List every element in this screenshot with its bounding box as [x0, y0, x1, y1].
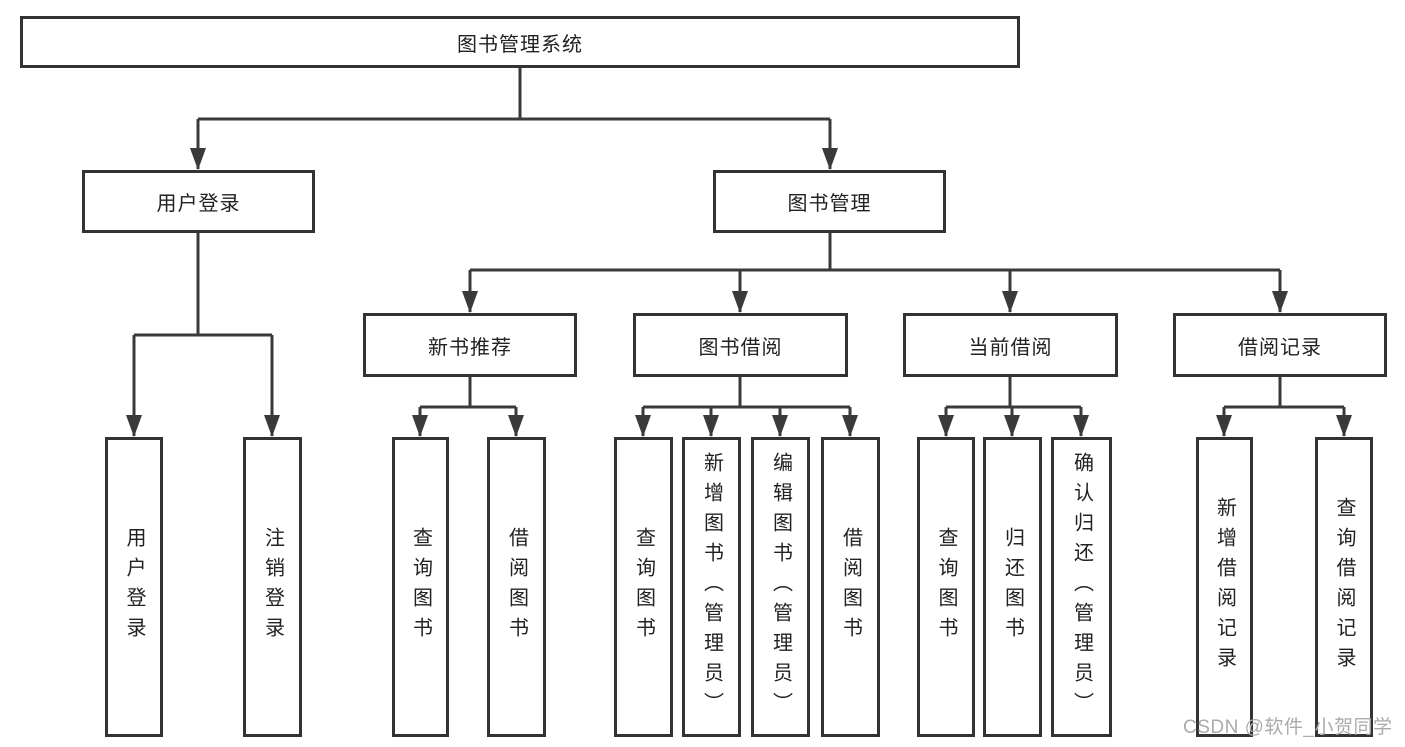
connector-new-book-recommendation-children [412, 377, 524, 437]
leaf-logout: 注销登录 [243, 437, 302, 737]
node-user-login: 用户登录 [82, 170, 315, 233]
node-label: 查询图书 [409, 527, 432, 647]
connector-user-login-children [126, 233, 280, 437]
node-label: 借阅图书 [505, 527, 528, 647]
node-library-management-system: 图书管理系统 [20, 16, 1020, 68]
connector-current-borrowing-children [938, 377, 1089, 437]
leaf-return-books: 归还图书 [983, 437, 1042, 737]
node-new-book-recommendation: 新书推荐 [363, 313, 577, 377]
node-label: 图书管理 [787, 193, 872, 215]
node-label: 图书管理系统 [457, 33, 583, 56]
node-borrowing-records: 借阅记录 [1173, 313, 1387, 377]
node-label: 确认归还（管理员） [1070, 452, 1093, 722]
connector-book-management-children [462, 233, 1288, 313]
node-label: 图书借阅 [698, 336, 783, 359]
connector-borrowing-records-children [1216, 377, 1352, 437]
leaf-query-books-current: 查询图书 [917, 437, 975, 737]
node-label: 查询图书 [935, 527, 957, 647]
node-label: 新书推荐 [428, 336, 512, 359]
leaf-confirm-return-admin: 确认归还（管理员） [1051, 437, 1112, 737]
node-label: 查询图书 [632, 527, 655, 647]
node-label: 借阅图书 [839, 527, 862, 647]
node-book-borrowing: 图书借阅 [633, 313, 848, 377]
leaf-edit-books-admin: 编辑图书（管理员） [751, 437, 810, 737]
node-label: 新增借阅记录 [1213, 497, 1236, 677]
node-label: 当前借阅 [968, 336, 1053, 359]
node-label: 用户登录 [156, 193, 241, 215]
node-label: 注销登录 [261, 527, 284, 647]
leaf-query-books-recommend: 查询图书 [392, 437, 449, 737]
leaf-add-borrow-record: 新增借阅记录 [1196, 437, 1253, 737]
leaf-query-borrow-record: 查询借阅记录 [1315, 437, 1373, 737]
node-label: 用户登录 [123, 527, 145, 647]
csdn-watermark: CSDN @软件_小贺同学 [1183, 717, 1393, 738]
node-book-management: 图书管理 [713, 170, 946, 233]
leaf-borrow-books-recommend: 借阅图书 [487, 437, 546, 737]
connector-book-borrowing-children [635, 377, 858, 437]
leaf-user-login: 用户登录 [105, 437, 163, 737]
leaf-add-books-admin: 新增图书（管理员） [682, 437, 741, 737]
node-label: 归还图书 [1001, 527, 1024, 647]
leaf-borrow-books-borrowing: 借阅图书 [821, 437, 880, 737]
connector-root-to-level2 [190, 68, 838, 170]
node-current-borrowing: 当前借阅 [903, 313, 1118, 377]
node-label: 编辑图书（管理员） [769, 452, 792, 722]
leaf-query-books-borrowing: 查询图书 [614, 437, 673, 737]
node-label: 借阅记录 [1238, 336, 1322, 359]
node-label: 查询借阅记录 [1333, 497, 1355, 677]
node-label: 新增图书（管理员） [700, 452, 723, 722]
